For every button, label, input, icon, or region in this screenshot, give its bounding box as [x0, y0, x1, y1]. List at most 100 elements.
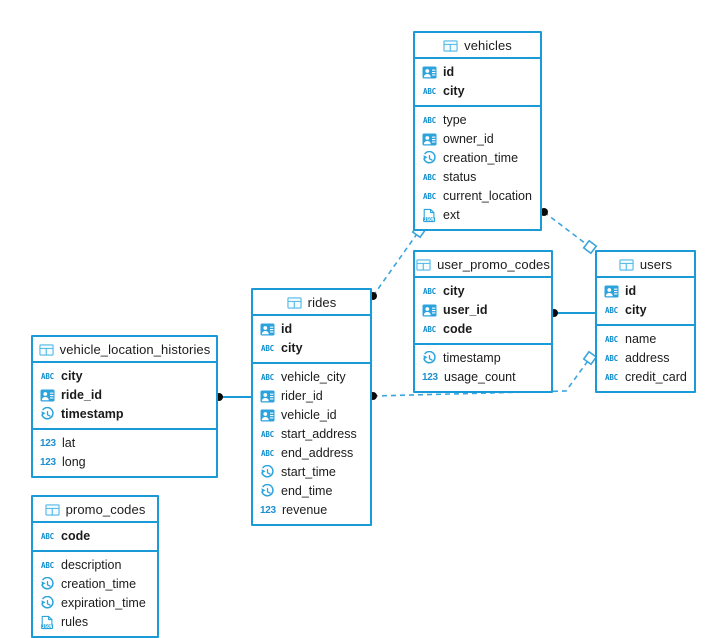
uuid-icon [422, 132, 437, 147]
abc-icon: ABC [261, 449, 274, 458]
field-label: city [443, 284, 465, 299]
field-label: city [61, 369, 83, 384]
abc-icon: ABC [423, 173, 436, 182]
field-row[interactable]: creation_time [415, 149, 540, 168]
table-header-user_promo_codes[interactable]: user_promo_codes [415, 252, 551, 278]
json-icon: JSON [422, 208, 437, 223]
field-label: type [443, 113, 467, 128]
timestamp-icon [422, 151, 437, 166]
table-icon [39, 343, 54, 356]
field-row[interactable]: start_time [253, 463, 370, 482]
table-header-vehicles[interactable]: vehicles [415, 33, 540, 59]
table-header-promo_codes[interactable]: promo_codes [33, 497, 157, 523]
field-row[interactable]: ABC current_location [415, 187, 540, 206]
field-row[interactable]: rider_id [253, 387, 370, 406]
field-label: city [625, 303, 647, 318]
key-field-row[interactable]: user_id [415, 301, 551, 320]
field-label: city [443, 84, 465, 99]
key-field-row[interactable]: ride_id [33, 386, 216, 405]
number-icon: 123 [260, 505, 276, 516]
uuid-icon [260, 322, 275, 337]
key-field-row[interactable]: timestamp [33, 405, 216, 424]
field-row[interactable]: timestamp [415, 349, 551, 368]
abc-icon: ABC [605, 354, 618, 363]
field-row[interactable]: vehicle_id [253, 406, 370, 425]
key-field-row[interactable]: id [597, 282, 694, 301]
table-title: rides [307, 294, 337, 310]
table-icon [443, 39, 458, 52]
field-row[interactable]: JSON ext [415, 206, 540, 225]
abc-icon: ABC [41, 532, 54, 541]
field-row[interactable]: expiration_time [33, 594, 157, 613]
json-icon: JSON [40, 615, 55, 630]
abc-icon: ABC [261, 344, 274, 353]
timestamp-icon [260, 484, 275, 499]
table-header-rides[interactable]: rides [253, 290, 370, 316]
uuid-icon [422, 303, 437, 318]
abc-icon: ABC [261, 373, 274, 382]
table-icon [287, 296, 302, 309]
table-icon [619, 258, 634, 271]
field-row[interactable]: end_time [253, 482, 370, 501]
table-title: vehicles [464, 37, 512, 53]
field-row[interactable]: ABC status [415, 168, 540, 187]
table-title: user_promo_codes [437, 256, 550, 272]
relationship-edge-upc-to-users[interactable] [550, 309, 595, 317]
abc-icon: ABC [423, 192, 436, 201]
table-header-vehicle_location_histories[interactable]: vehicle_location_histories [33, 337, 216, 363]
key-field-row[interactable]: id [415, 63, 540, 82]
key-field-row[interactable]: ABC city [253, 339, 370, 358]
field-row[interactable]: creation_time [33, 575, 157, 594]
relationship-edge-vehicles-to-users[interactable] [540, 208, 598, 255]
field-row[interactable]: owner_id [415, 130, 540, 149]
uuid-icon [422, 65, 437, 80]
field-label: id [281, 322, 293, 337]
field-label: usage_count [444, 370, 516, 385]
field-label: current_location [443, 189, 532, 204]
relationship-edge-vlh-to-rides[interactable] [215, 393, 251, 401]
field-label: lat [62, 436, 76, 451]
svg-text:JSON: JSON [42, 624, 53, 630]
field-label: ext [443, 208, 460, 223]
table-header-users[interactable]: users [597, 252, 694, 278]
field-label: city [281, 341, 303, 356]
uuid-icon [40, 388, 55, 403]
timestamp-icon [40, 407, 55, 422]
field-label: credit_card [625, 370, 687, 385]
key-field-row[interactable]: id [253, 320, 370, 339]
field-label: ride_id [61, 388, 102, 403]
field-label: status [443, 170, 477, 185]
